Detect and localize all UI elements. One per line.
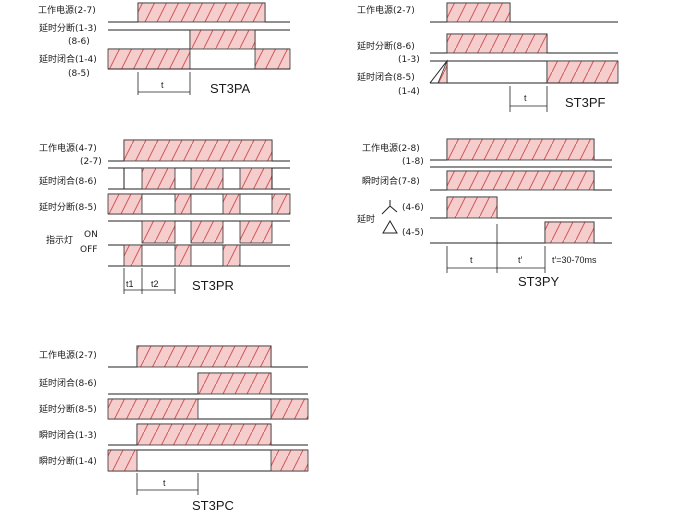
st3pc-row-delay-break-label: 延时分断(8-5) [39, 403, 97, 415]
st3pf-row-delay-make-label: 延时闭合(8-5) [357, 71, 415, 83]
st3pc-row-instant-make-label: 瞬时闭合(1-3) [39, 429, 97, 441]
st3pr-delay-break-pulse-2 [174, 193, 192, 215]
st3pa-t-label: t [161, 80, 164, 90]
st3pa-row-delay-break-label: 延时分断(1-3) [39, 22, 97, 34]
st3pr-row-power-label: 工作电源(4-7) [39, 142, 97, 154]
st3py-row-delay-make-label: (4-6) [402, 203, 424, 213]
st3py-delta-symbol-icon [382, 220, 398, 234]
st3pa-row-delay-make-label: 延时闭合(1-4) [39, 53, 97, 65]
st3pr-indicator-on-pulse-1 [141, 220, 176, 244]
st3py-row-instant-make-label: 瞬时闭合(7-8) [362, 175, 420, 187]
st3pr-indicator-off-pulse-3 [222, 244, 241, 267]
diagram-st3pf: 工作电源(2-7) 延时分断(8-6) (1-3) 延时闭合(8-5) (1-4… [357, 2, 619, 112]
diagram-st3pc: 工作电源(2-7) 延时闭合(8-6) 延时分断(8-5) 瞬时闭合(1-3) … [39, 345, 309, 513]
st3py-row-power-label: 工作电源(2-8) [362, 142, 420, 154]
st3pr-row-delay-make-label: 延时闭合(8-6) [39, 175, 97, 187]
st3pc-instant-break-pulse-2 [270, 449, 309, 472]
st3py-row-delay-label: 延时 [357, 213, 375, 225]
st3pr-t2-label: t2 [151, 279, 159, 289]
st3pf-delay-break-pulse [446, 33, 548, 54]
st3pa-power-pulse [137, 2, 266, 23]
st3pr-delay-make-pulse-1 [141, 167, 176, 190]
st3py-delay-symbol-icon [381, 200, 398, 215]
st3pr-title: ST3PR [192, 278, 234, 293]
st3pf-row-delay-make-sub-label: (1-4) [398, 87, 420, 97]
st3py-instant-make-pulse [446, 170, 595, 191]
st3pc-row-power-label: 工作电源(2-7) [39, 349, 97, 361]
st3pa-delay-make-pulse-2 [254, 48, 291, 70]
st3pa-row-delay-make-sub-label: (8-5) [68, 69, 90, 79]
st3pr-delay-break-pulse-4 [271, 193, 291, 215]
st3pc-row-instant-break-label: 瞬时分断(1-4) [39, 455, 97, 467]
st3py-t-label: t [470, 255, 473, 265]
st3pr-delay-make-pulse-2 [190, 167, 224, 190]
st3pa-delay-make-pulse-1 [107, 48, 191, 70]
st3py-delay-break-pulse [544, 221, 595, 244]
st3pa-row-delay-break-sub-label: (8-6) [68, 37, 90, 47]
st3pf-t-label: t [524, 93, 527, 103]
st3pf-delay-make-pulse-2 [546, 60, 619, 84]
st3py-t-prime-note: t′=30-70ms [552, 255, 597, 265]
st3pr-power-pulse [123, 139, 273, 162]
st3py-t-prime-label: t′ [518, 255, 523, 265]
diagram-st3pa: 工作电源(2-7) 延时分断(1-3) (8-6) 延时闭合(1-4) (8-5… [38, 2, 291, 96]
st3pc-instant-make-pulse [136, 423, 272, 446]
st3pf-title: ST3PF [565, 95, 606, 110]
st3pf-delay-make-waveform [429, 59, 548, 84]
st3pc-t-label: t [163, 478, 166, 488]
st3pc-power-pulse [136, 345, 272, 368]
st3py-power-pulse [446, 138, 595, 161]
st3py-delay-make-pulse [446, 196, 498, 219]
st3py-row-delay-break-label: (4-5) [402, 228, 424, 238]
st3pa-title: ST3PA [210, 81, 251, 96]
st3pr-delay-make-pulse-3 [239, 167, 273, 190]
st3pc-instant-break-pulse-1 [107, 449, 138, 472]
st3pr-indicator-off-pulse-1 [123, 244, 143, 267]
st3pc-row-delay-make-label: 延时闭合(8-6) [39, 377, 97, 389]
st3pr-indicator-on-pulse-3 [239, 220, 273, 244]
st3pf-row-delay-break-sub-label: (1-3) [398, 55, 420, 65]
st3pf-power-pulse [446, 2, 511, 23]
st3pr-indicator-off-pulse-2 [174, 244, 192, 267]
st3pc-delay-break-pulse-2 [270, 398, 309, 420]
st3pr-row-indicator-off-label: OFF [80, 245, 97, 255]
st3pc-delay-make-pulse [197, 372, 272, 395]
st3pr-delay-break-pulse-3 [222, 193, 241, 215]
st3pr-row-delay-break-label: 延时分断(8-5) [39, 201, 97, 213]
st3pf-row-delay-break-label: 延时分断(8-6) [357, 40, 415, 52]
st3pc-title: ST3PC [192, 498, 234, 513]
st3pr-row-power-sub-label: (2-7) [80, 157, 102, 167]
st3pa-delay-break-pulse [189, 29, 256, 50]
st3pc-delay-break-pulse-1 [107, 398, 199, 420]
st3py-title: ST3PY [518, 274, 560, 289]
st3pf-row-power-label: 工作电源(2-7) [357, 4, 415, 16]
st3pr-row-indicator-label: 指示灯 [46, 234, 73, 246]
diagram-st3py: 工作电源(2-8) (1-8) 瞬时闭合(7-8) 延时 (4-6) (4-5)… [357, 138, 612, 289]
st3pr-row-indicator-on-label: ON [84, 230, 98, 240]
st3py-row-power-sub-label: (1-8) [402, 157, 424, 167]
st3pa-row-power-label: 工作电源(2-7) [38, 4, 96, 16]
st3pr-t1-label: t1 [126, 279, 134, 289]
st3pf-delay-make-pulse-1 [437, 60, 448, 84]
st3pr-delay-break-pulse-1 [107, 193, 143, 215]
diagram-st3pr: 工作电源(4-7) (2-7) 延时闭合(8-6) 延时分断(8-5) 指示灯 … [39, 139, 291, 294]
st3pr-indicator-on-pulse-2 [190, 220, 224, 244]
